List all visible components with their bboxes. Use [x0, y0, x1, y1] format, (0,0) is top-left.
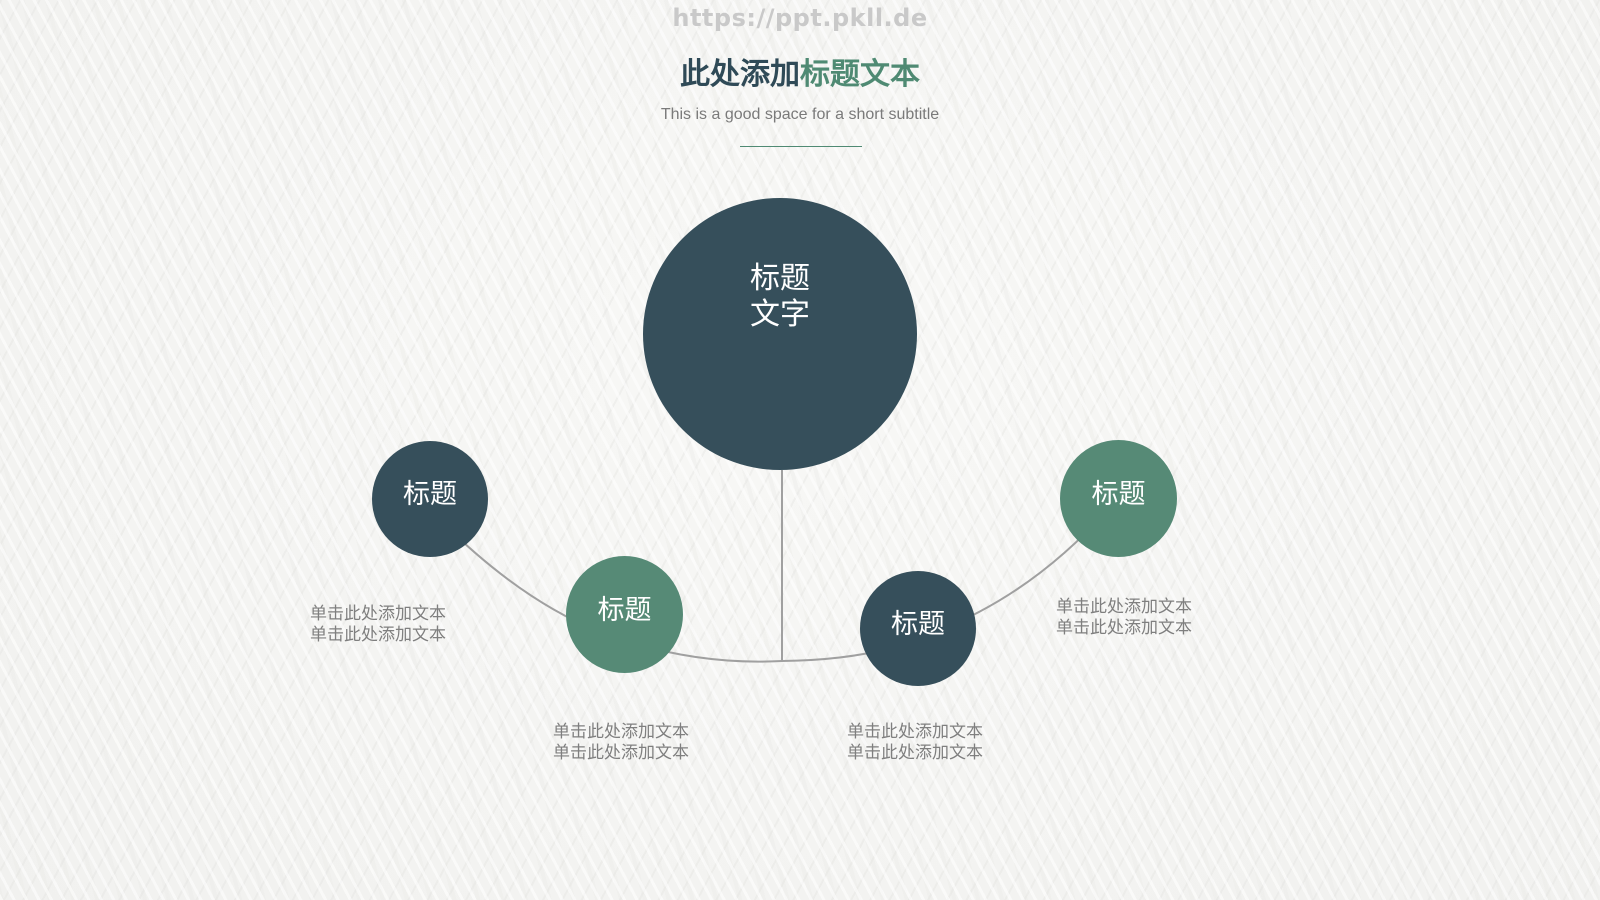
node-3-desc-line1: 单击此处添加文本 [847, 722, 983, 742]
node-3-circle[interactable]: 标题 [860, 571, 976, 686]
node-1-desc-line2: 单击此处添加文本 [310, 625, 446, 645]
node-2-description[interactable]: 单击此处添加文本 单击此处添加文本 [541, 722, 701, 764]
node-2-circle[interactable]: 标题 [566, 556, 683, 673]
node-1-desc-line1: 单击此处添加文本 [310, 604, 446, 624]
node-2-desc-line1: 单击此处添加文本 [553, 722, 689, 742]
node-3-desc-line2: 单击此处添加文本 [847, 743, 983, 763]
center-label-line1: 标题 [750, 261, 810, 296]
node-1-circle[interactable]: 标题 [372, 441, 488, 557]
node-4-label: 标题 [1091, 478, 1146, 510]
node-1-label: 标题 [403, 479, 457, 510]
watermark-url: https://ppt.pkll.de [672, 4, 928, 32]
node-1-description[interactable]: 单击此处添加文本 单击此处添加文本 [298, 604, 458, 646]
node-4-circle[interactable]: 标题 [1060, 440, 1177, 557]
node-3-label: 标题 [891, 608, 945, 640]
arc-connector [439, 497, 1119, 663]
node-4-desc-line2: 单击此处添加文本 [1056, 618, 1192, 638]
title-underline-divider [740, 146, 862, 147]
center-node-circle[interactable]: 标题 文字 [643, 198, 917, 470]
node-2-label: 标题 [597, 594, 652, 626]
center-label-line2: 文字 [750, 297, 810, 332]
center-node-label: 标题 文字 [750, 261, 810, 333]
node-4-desc-line1: 单击此处添加文本 [1056, 597, 1192, 617]
node-3-description[interactable]: 单击此处添加文本 单击此处添加文本 [835, 722, 995, 764]
node-4-description[interactable]: 单击此处添加文本 单击此处添加文本 [1044, 597, 1204, 639]
node-2-desc-line2: 单击此处添加文本 [553, 743, 689, 763]
page-subtitle: This is a good space for a short subtitl… [660, 106, 940, 123]
page-title: 此处添加标题文本 [0, 56, 1600, 94]
title-part-green: 标题文本 [800, 57, 920, 92]
title-part-dark: 此处添加 [680, 57, 800, 92]
